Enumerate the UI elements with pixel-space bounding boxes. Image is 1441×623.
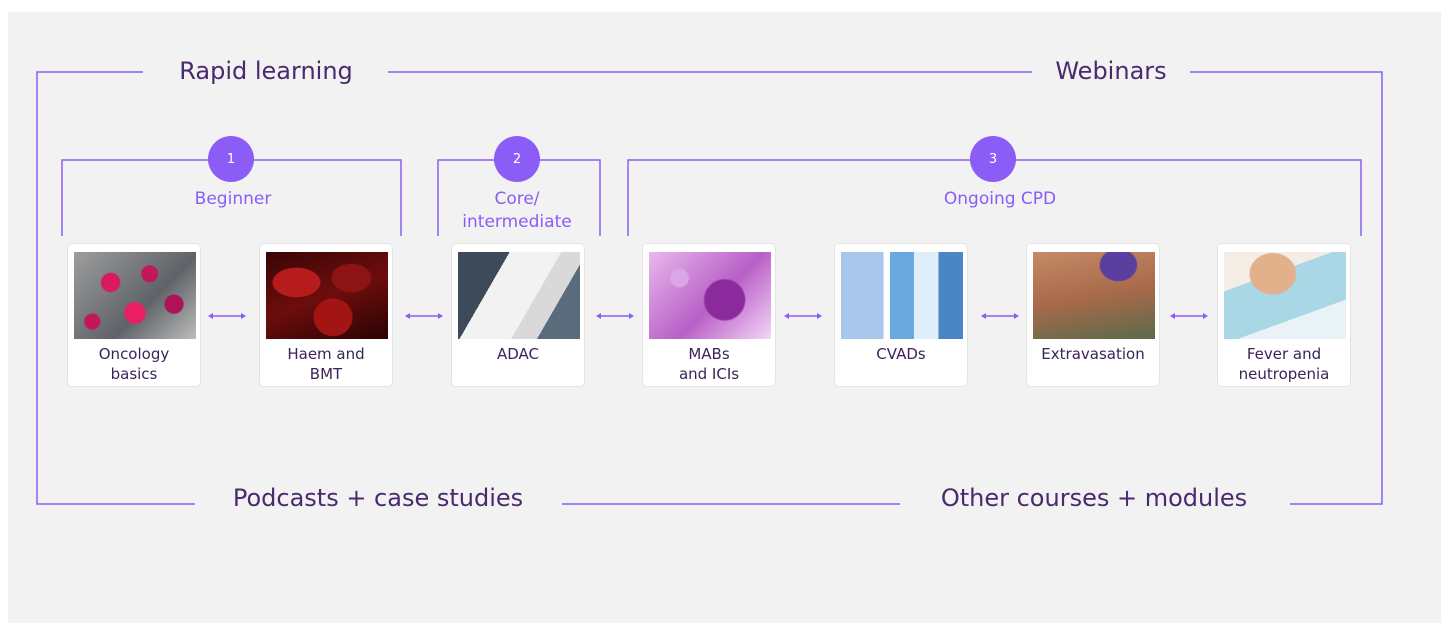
- module-label: Fever and neutropenia: [1218, 344, 1350, 384]
- webinars-label: Webinars: [1055, 57, 1167, 85]
- module-label: Extravasation: [1027, 344, 1159, 364]
- stage-core-label: Core/ intermediate: [462, 188, 571, 234]
- module-card-oncology-basics[interactable]: Oncology basics: [67, 243, 201, 387]
- podcasts-label: Podcasts + case studies: [232, 484, 524, 512]
- module-card-haem-bmt[interactable]: Haem and BMT: [259, 243, 393, 387]
- module-label-line2: and ICIs: [678, 365, 740, 383]
- stage-cpd-label: Ongoing CPD: [943, 189, 1057, 209]
- red-blood-cells-image: [266, 252, 388, 339]
- double-arrow-icon: [405, 313, 443, 319]
- stage-core-line1: Core/: [494, 189, 540, 209]
- double-arrow-icon: [596, 313, 634, 319]
- double-arrow-icon: [784, 313, 822, 319]
- module-label-line1: MABs: [688, 345, 730, 363]
- module-label-line2: BMT: [309, 365, 343, 383]
- sick-patient-image: [1224, 252, 1346, 339]
- stage-core-line2: intermediate: [462, 212, 572, 232]
- module-card-mabs-icis[interactable]: MABs and ICIs: [642, 243, 776, 387]
- module-label-line1: Extravasation: [1041, 345, 1145, 363]
- stage-beginner-label: Beginner: [194, 189, 272, 209]
- other-courses-label: Other courses + modules: [940, 484, 1248, 512]
- stage-3-badge: 3: [970, 136, 1016, 182]
- module-label-line1: Oncology: [98, 345, 170, 363]
- module-label: Haem and BMT: [260, 344, 392, 384]
- iv-drip-image: [841, 252, 963, 339]
- double-arrow-icon: [1170, 313, 1208, 319]
- module-label-line1: Fever and: [1246, 345, 1322, 363]
- module-card-fever-neutropenia[interactable]: Fever and neutropenia: [1217, 243, 1351, 387]
- cancer-cells-image: [74, 252, 196, 339]
- arm-injury-image: [1033, 252, 1155, 339]
- stage-2-badge: 2: [494, 136, 540, 182]
- module-label-line2: basics: [110, 365, 158, 383]
- double-arrow-icon: [208, 313, 246, 319]
- module-card-adac[interactable]: ADAC: [451, 243, 585, 387]
- virus-cell-image: [649, 252, 771, 339]
- module-label: Oncology basics: [68, 344, 200, 384]
- rapid-learning-label: Rapid learning: [179, 57, 353, 85]
- stage-1-badge: 1: [208, 136, 254, 182]
- module-label-line1: ADAC: [496, 345, 540, 363]
- module-label-line1: CVADs: [876, 345, 926, 363]
- module-label-line2: neutropenia: [1238, 365, 1330, 383]
- module-card-extravasation[interactable]: Extravasation: [1026, 243, 1160, 387]
- medication-label-image: [458, 252, 580, 339]
- module-card-cvads[interactable]: CVADs: [834, 243, 968, 387]
- module-label: CVADs: [835, 344, 967, 364]
- module-label: MABs and ICIs: [643, 344, 775, 384]
- module-label: ADAC: [452, 344, 584, 364]
- module-label-line1: Haem and: [287, 345, 365, 363]
- double-arrow-icon: [981, 313, 1019, 319]
